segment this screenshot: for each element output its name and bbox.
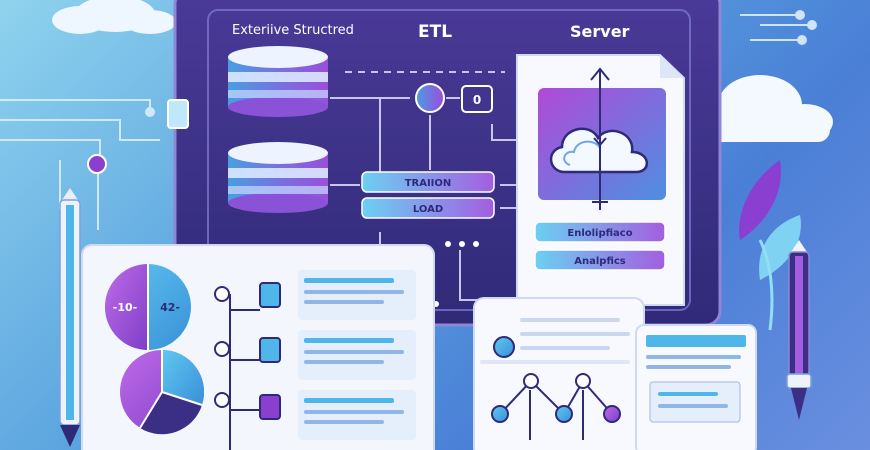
vertical-arrow-icon bbox=[590, 67, 610, 210]
right-document bbox=[635, 324, 757, 450]
network-node-1 bbox=[491, 405, 509, 423]
flow-box-3 bbox=[259, 394, 281, 420]
enterprise-label: Enlolipfiaco bbox=[567, 228, 632, 239]
database-top-icon bbox=[228, 46, 328, 117]
left-circuit-lines bbox=[0, 99, 160, 230]
server-label: Server bbox=[570, 22, 630, 41]
document-flow-lines bbox=[229, 294, 260, 450]
network-node-5 bbox=[603, 405, 621, 423]
left-chip-icon bbox=[167, 99, 189, 129]
database-bottom-icon bbox=[228, 142, 328, 213]
analytics-pill bbox=[534, 249, 666, 271]
pie-chart-bottom bbox=[120, 349, 205, 435]
network-node-3 bbox=[555, 405, 573, 423]
transform-step-label: TRAIION bbox=[405, 178, 452, 189]
network-node-main bbox=[493, 336, 515, 358]
flow-box-1 bbox=[259, 282, 281, 308]
flow-node-2 bbox=[214, 341, 230, 357]
etl-label: ETL bbox=[418, 22, 452, 42]
analytics-label: Analpfics bbox=[574, 256, 626, 267]
extract-label: Exteriive Structred bbox=[232, 23, 354, 38]
load-step-label: LOAD bbox=[413, 204, 443, 215]
pie-left-value: -10- bbox=[113, 301, 137, 314]
cloud-upload-icon bbox=[549, 127, 648, 174]
left-pen-icon bbox=[59, 188, 81, 447]
pie-chart-top bbox=[105, 264, 191, 350]
left-pin-icon bbox=[87, 154, 107, 174]
flow-node-3 bbox=[214, 392, 230, 408]
flow-node-1 bbox=[214, 286, 230, 302]
network-node-4 bbox=[575, 373, 591, 389]
network-node-2 bbox=[523, 373, 539, 389]
right-circuit-lines bbox=[740, 10, 817, 45]
right-pen-icon bbox=[786, 240, 812, 420]
network-card bbox=[473, 297, 645, 450]
node-badge-frame bbox=[461, 85, 493, 113]
flow-box-2 bbox=[259, 337, 281, 363]
node-badge-text: 0 bbox=[473, 93, 481, 107]
pie-right-value: 42- bbox=[160, 301, 180, 314]
load-step-pill bbox=[361, 197, 495, 219]
enterprise-pill bbox=[534, 221, 666, 243]
transform-node-icon bbox=[415, 83, 445, 113]
right-leaves bbox=[739, 160, 801, 331]
transform-step-pill bbox=[361, 171, 495, 193]
top-left-cloud bbox=[52, 0, 176, 34]
document-text-blocks bbox=[298, 270, 416, 440]
